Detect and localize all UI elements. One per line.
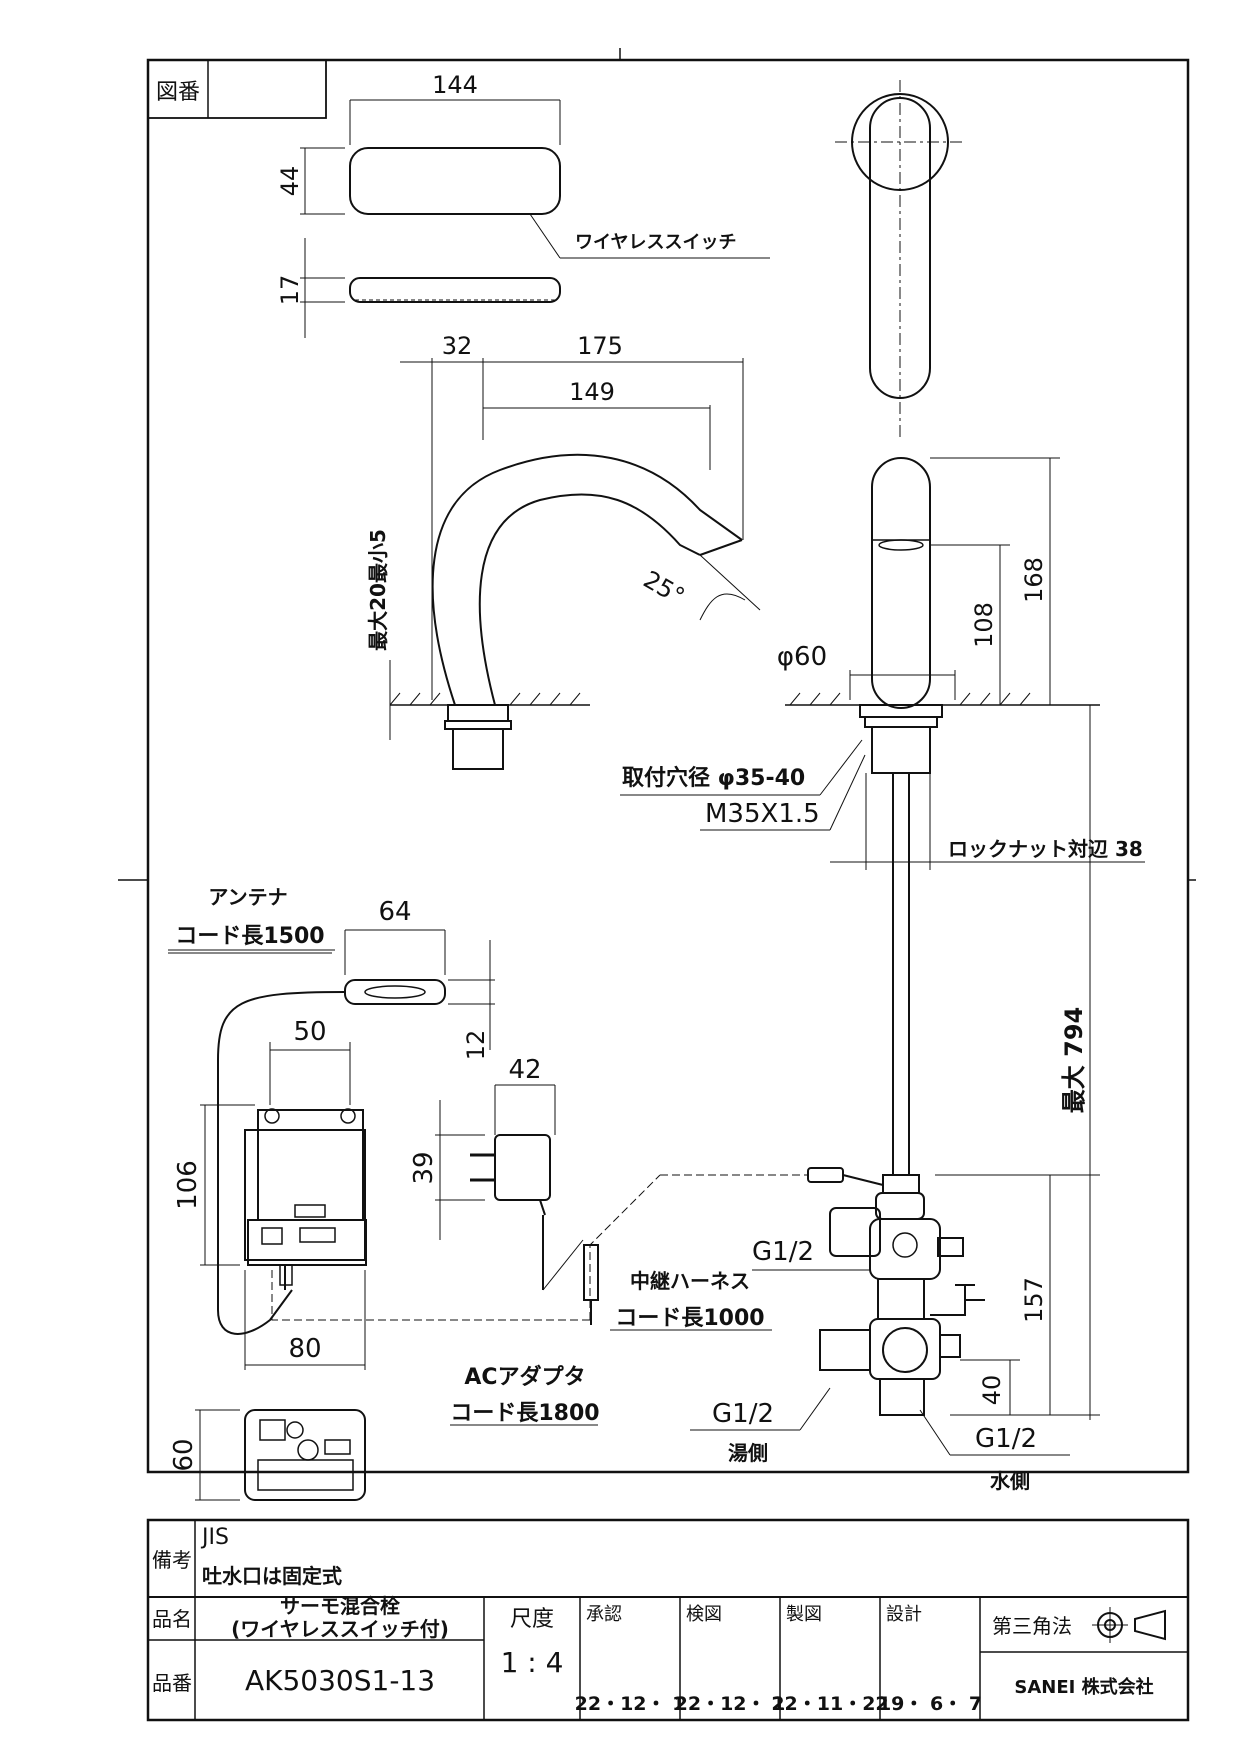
- dim-antenna-height: 12: [462, 1030, 490, 1061]
- dim-switch-height: 44: [276, 166, 304, 197]
- scale-value: 1 : 4: [501, 1646, 564, 1679]
- title-block: [146, 1518, 1190, 1722]
- dim-spout-inner: 149: [569, 378, 615, 406]
- company-name: SANEI 株式会社: [1014, 1676, 1153, 1698]
- dim-adapter-height: 39: [409, 1151, 439, 1184]
- projection-label: 第三角法: [992, 1614, 1072, 1638]
- dim-spout-offset: 32: [442, 332, 473, 360]
- dim-spout-height-range: 最大20最小5: [366, 529, 390, 651]
- label-antenna-line2: コード長1500: [175, 924, 324, 949]
- dim-control-height: 106: [173, 1160, 203, 1210]
- dim-control-width: 50: [293, 1017, 326, 1047]
- design-date: 19・ 6・ 7: [878, 1693, 982, 1715]
- dim-control-base-width: 80: [288, 1334, 321, 1364]
- dim-hole-size: 取付穴径 φ35-40: [622, 765, 805, 791]
- remarks-label: 備考: [152, 1548, 192, 1572]
- remarks-line1: JIS: [200, 1525, 229, 1550]
- remarks-line2: 吐水口は固定式: [202, 1564, 342, 1588]
- number-value: AK5030S1-13: [245, 1664, 435, 1697]
- design-label: 設計: [886, 1604, 922, 1625]
- scale-label: 尺度: [510, 1607, 554, 1632]
- body-front-view: [620, 457, 1145, 1456]
- label-ac-line2: コード長1800: [450, 1401, 599, 1426]
- check-label: 検図: [686, 1604, 722, 1625]
- name-label: 品名: [152, 1607, 192, 1631]
- control-unit-drawing: [168, 929, 772, 1501]
- label-hot-side: 湯側: [728, 1441, 768, 1465]
- dim-locknut: ロックナット対辺 38: [948, 837, 1143, 861]
- label-g12-hot: G1/2: [712, 1399, 774, 1429]
- dim-switch-thickness: 17: [276, 275, 304, 306]
- label-harness-line2: コード長1000: [615, 1306, 764, 1331]
- label-g12-top: G1/2: [752, 1237, 814, 1267]
- dim-height-108: 108: [970, 602, 998, 648]
- dim-max-length: 最大 794: [1060, 1007, 1088, 1113]
- dim-adapter-width: 42: [508, 1055, 541, 1085]
- dim-height-168: 168: [1020, 557, 1048, 603]
- dim-inlet-height: 40: [978, 1375, 1006, 1406]
- dim-control-depth: 60: [169, 1438, 199, 1471]
- handle-top-view: [835, 80, 965, 440]
- drawing-frame: [146, 58, 1190, 1474]
- dim-switch-width: 144: [432, 71, 478, 99]
- dim-body-diameter: φ60: [777, 642, 827, 672]
- drawing-number-label: 図番: [156, 80, 200, 105]
- dim-spout-reach: 175: [577, 332, 623, 360]
- third-angle-projection-icon: [1092, 1607, 1166, 1643]
- dim-valve-height: 157: [1020, 1277, 1048, 1323]
- draw-date: 22・11・22: [771, 1693, 888, 1715]
- approve-label: 承認: [586, 1604, 622, 1625]
- number-label: 品番: [152, 1671, 192, 1695]
- name-line1: サーモ混合栓: [280, 1594, 400, 1618]
- check-date: 22・12・ 1: [675, 1693, 786, 1715]
- label-g12-cold: G1/2: [975, 1424, 1037, 1454]
- dim-antenna-width: 64: [378, 897, 411, 927]
- draw-label: 製図: [786, 1604, 822, 1625]
- dim-spout-angle: 25°: [639, 565, 690, 611]
- name-line2: (ワイヤレススイッチ付): [231, 1617, 449, 1641]
- approve-date: 22・12・ 1: [575, 1693, 686, 1715]
- label-antenna-line1: アンテナ: [208, 885, 287, 909]
- dim-thread: M35X1.5: [705, 799, 820, 829]
- label-harness-line1: 中継ハーネス: [630, 1269, 750, 1293]
- label-cold-side: 水側: [990, 1469, 1030, 1493]
- label-ac-line1: ACアダプタ: [464, 1364, 585, 1390]
- spout-drawing: [389, 358, 761, 770]
- label-wireless-switch: ワイヤレススイッチ: [575, 232, 736, 253]
- wireless-switch-drawing: [300, 99, 770, 338]
